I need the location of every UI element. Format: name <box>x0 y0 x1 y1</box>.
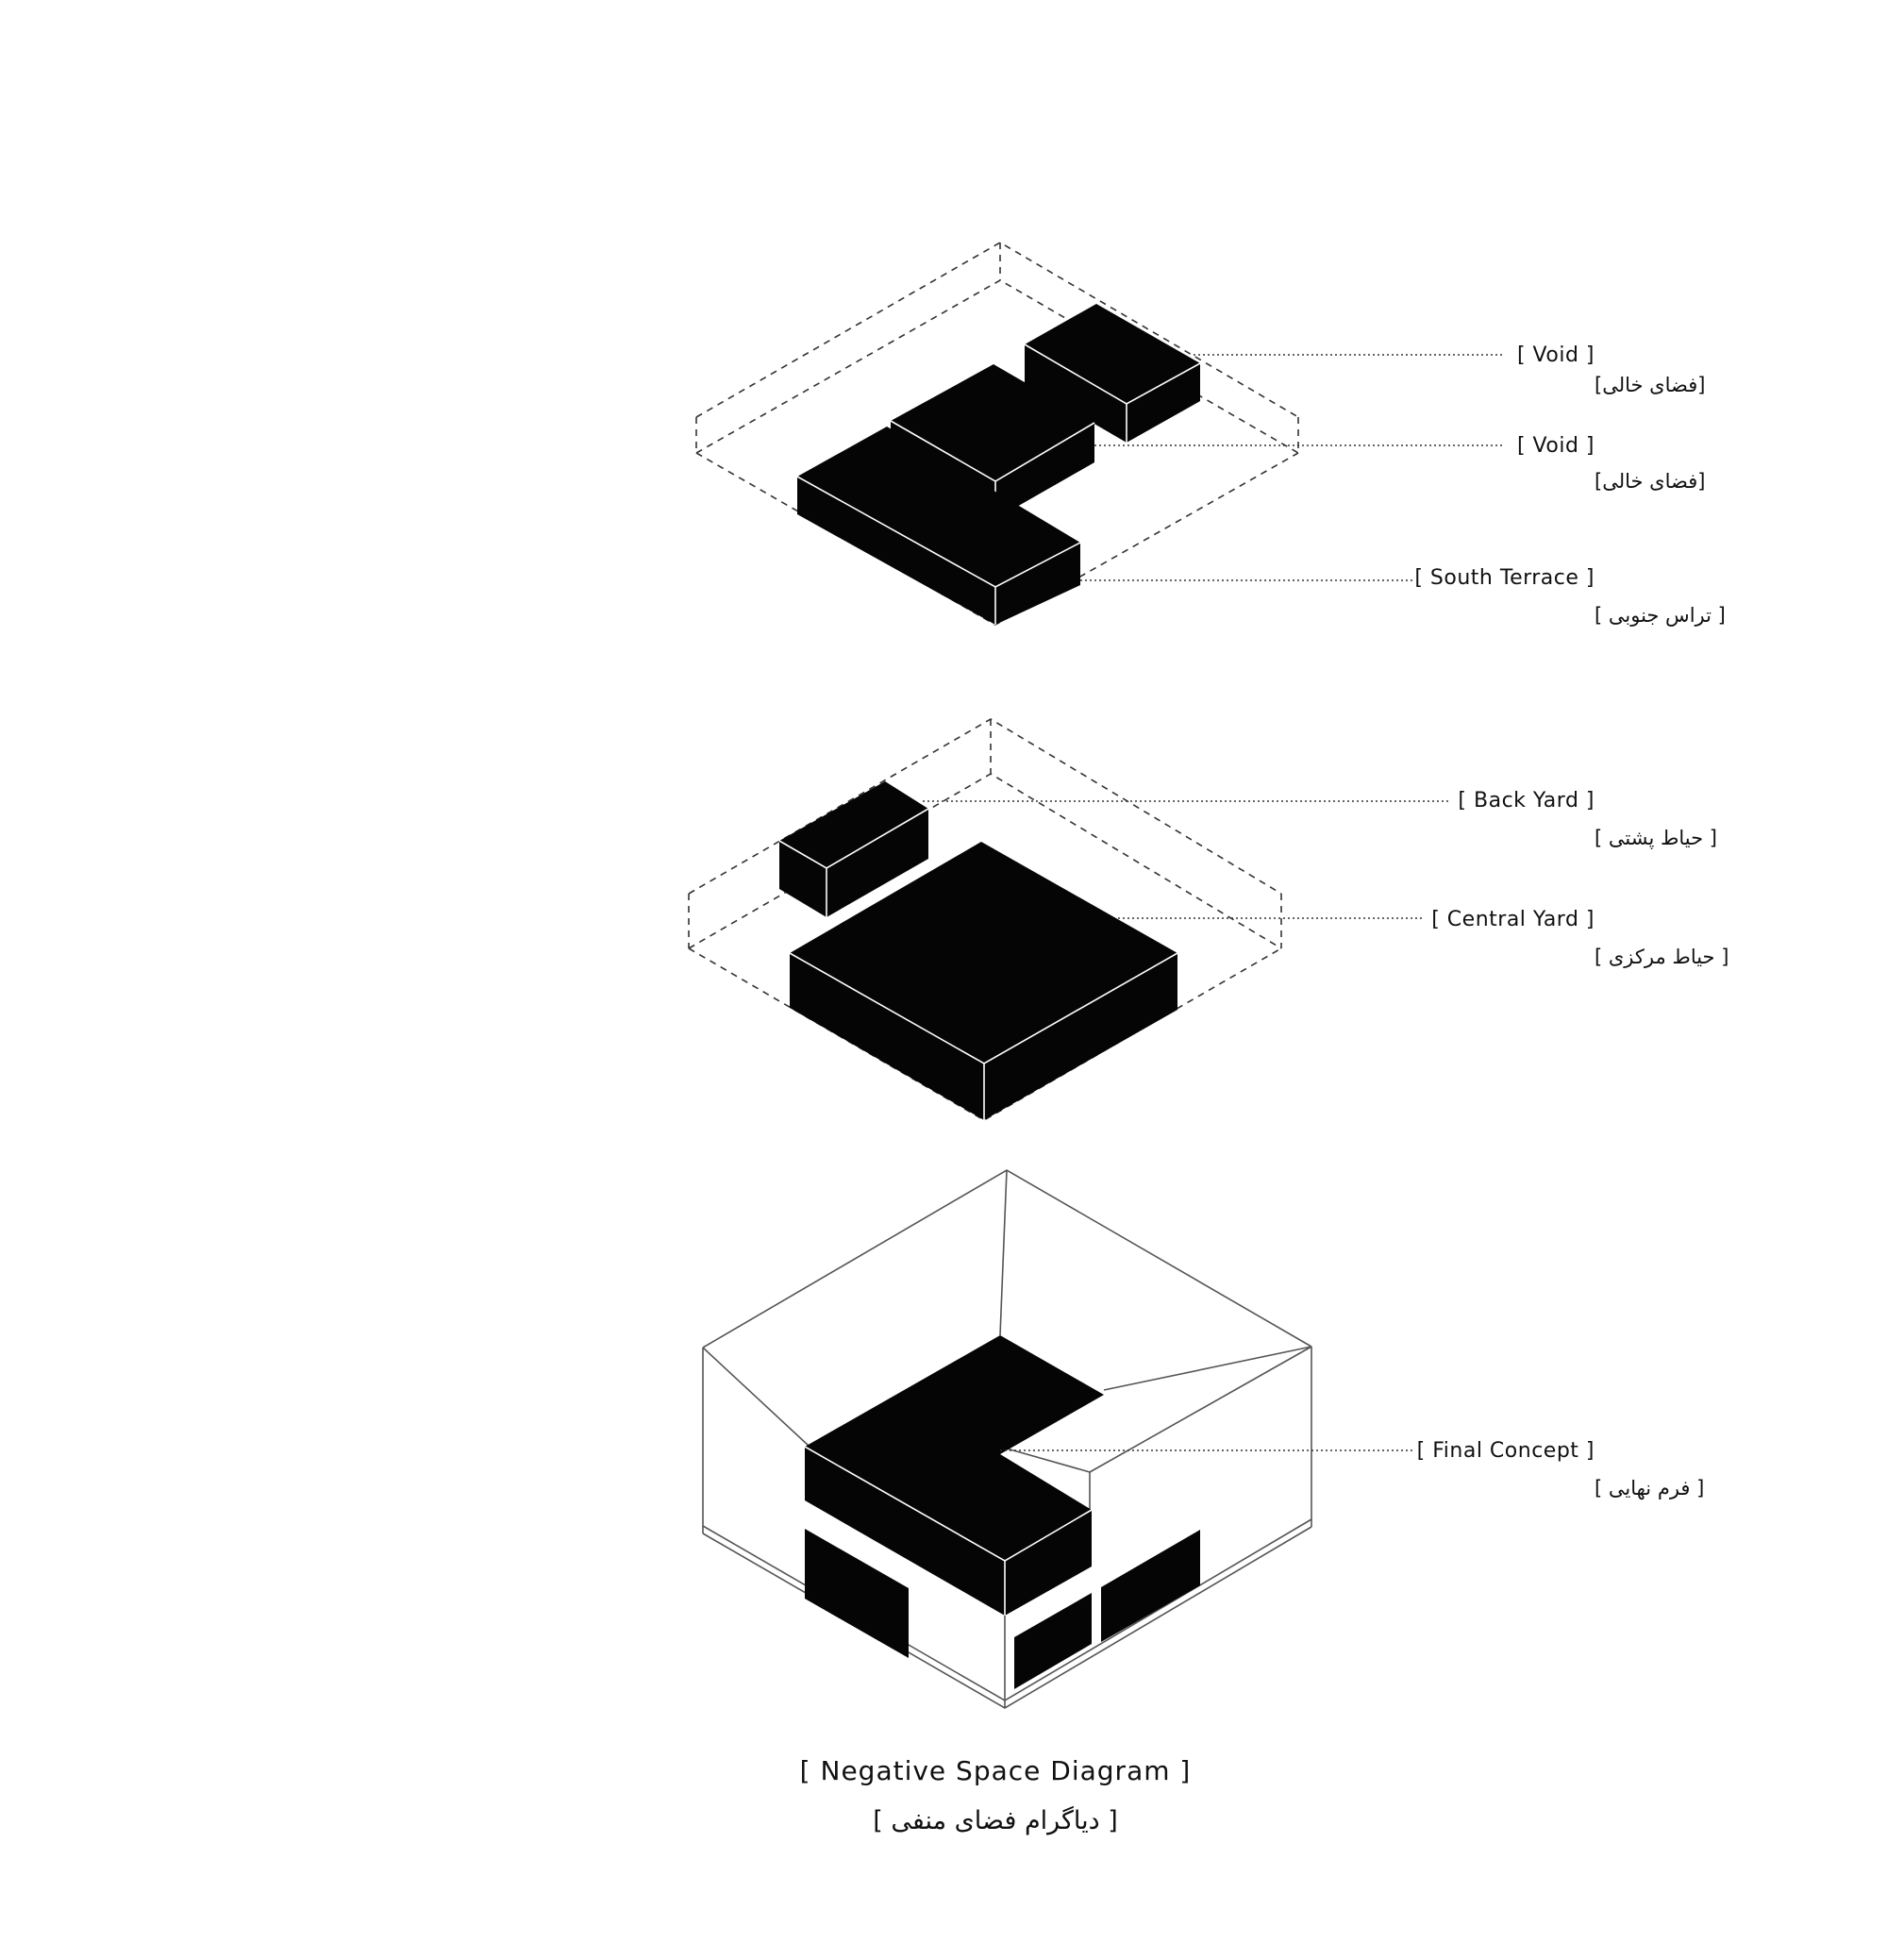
title-fa: [ دیاگرام فضای منفی ] <box>873 1805 1118 1835</box>
label-central-yard: [ Central Yard ] [ حیاط مرکزی ] <box>1431 908 1728 968</box>
label-central-yard-en: [ Central Yard ] <box>1431 908 1595 931</box>
label-central-yard-fa: [ حیاط مرکزی ] <box>1595 946 1728 968</box>
label-void-2-en: [ Void ] <box>1517 434 1595 458</box>
label-back-yard-fa: [ حیاط پشتی ] <box>1595 827 1717 849</box>
label-void-1-en: [ Void ] <box>1517 343 1595 367</box>
label-south-terrace-fa: [ تراس جنوبی ] <box>1595 604 1726 627</box>
final-envelope <box>702 1169 1312 1709</box>
label-back-yard-en: [ Back Yard ] <box>1458 789 1595 812</box>
final-panel-front-2 <box>1101 1530 1200 1642</box>
final-l-mass <box>804 1335 1104 1616</box>
diagram-yards <box>688 718 1448 1121</box>
diagram-final-concept <box>702 1169 1415 1709</box>
label-void-2: [ Void ] [فضای خالی] <box>1517 434 1705 493</box>
label-void-2-fa: [فضای خالی] <box>1595 470 1705 493</box>
label-void-1-fa: [فضای خالی] <box>1595 374 1705 396</box>
south-terrace-block <box>796 427 1081 625</box>
label-south-terrace-en: [ South Terrace ] <box>1414 566 1595 590</box>
back-yard-block <box>778 781 929 917</box>
label-south-terrace: [ South Terrace ] [ تراس جنوبی ] <box>1414 566 1725 627</box>
title-en: [ Negative Space Diagram ] <box>800 1755 1192 1786</box>
diagram-title: [ Negative Space Diagram ] [ دیاگرام فضا… <box>800 1755 1192 1835</box>
label-final-concept-fa: [ فرم نهایی ] <box>1595 1477 1704 1499</box>
diagram-voids-terrace <box>695 242 1505 626</box>
label-final-concept-en: [ Final Concept ] <box>1417 1439 1595 1463</box>
final-panel-left <box>805 1529 909 1658</box>
central-yard-block <box>789 842 1178 1120</box>
final-panel-front-1 <box>1014 1593 1092 1689</box>
label-back-yard: [ Back Yard ] [ حیاط پشتی ] <box>1458 789 1717 849</box>
label-final-concept: [ Final Concept ] [ فرم نهایی ] <box>1417 1439 1705 1499</box>
label-void-1: [ Void ] [فضای خالی] <box>1517 343 1705 396</box>
